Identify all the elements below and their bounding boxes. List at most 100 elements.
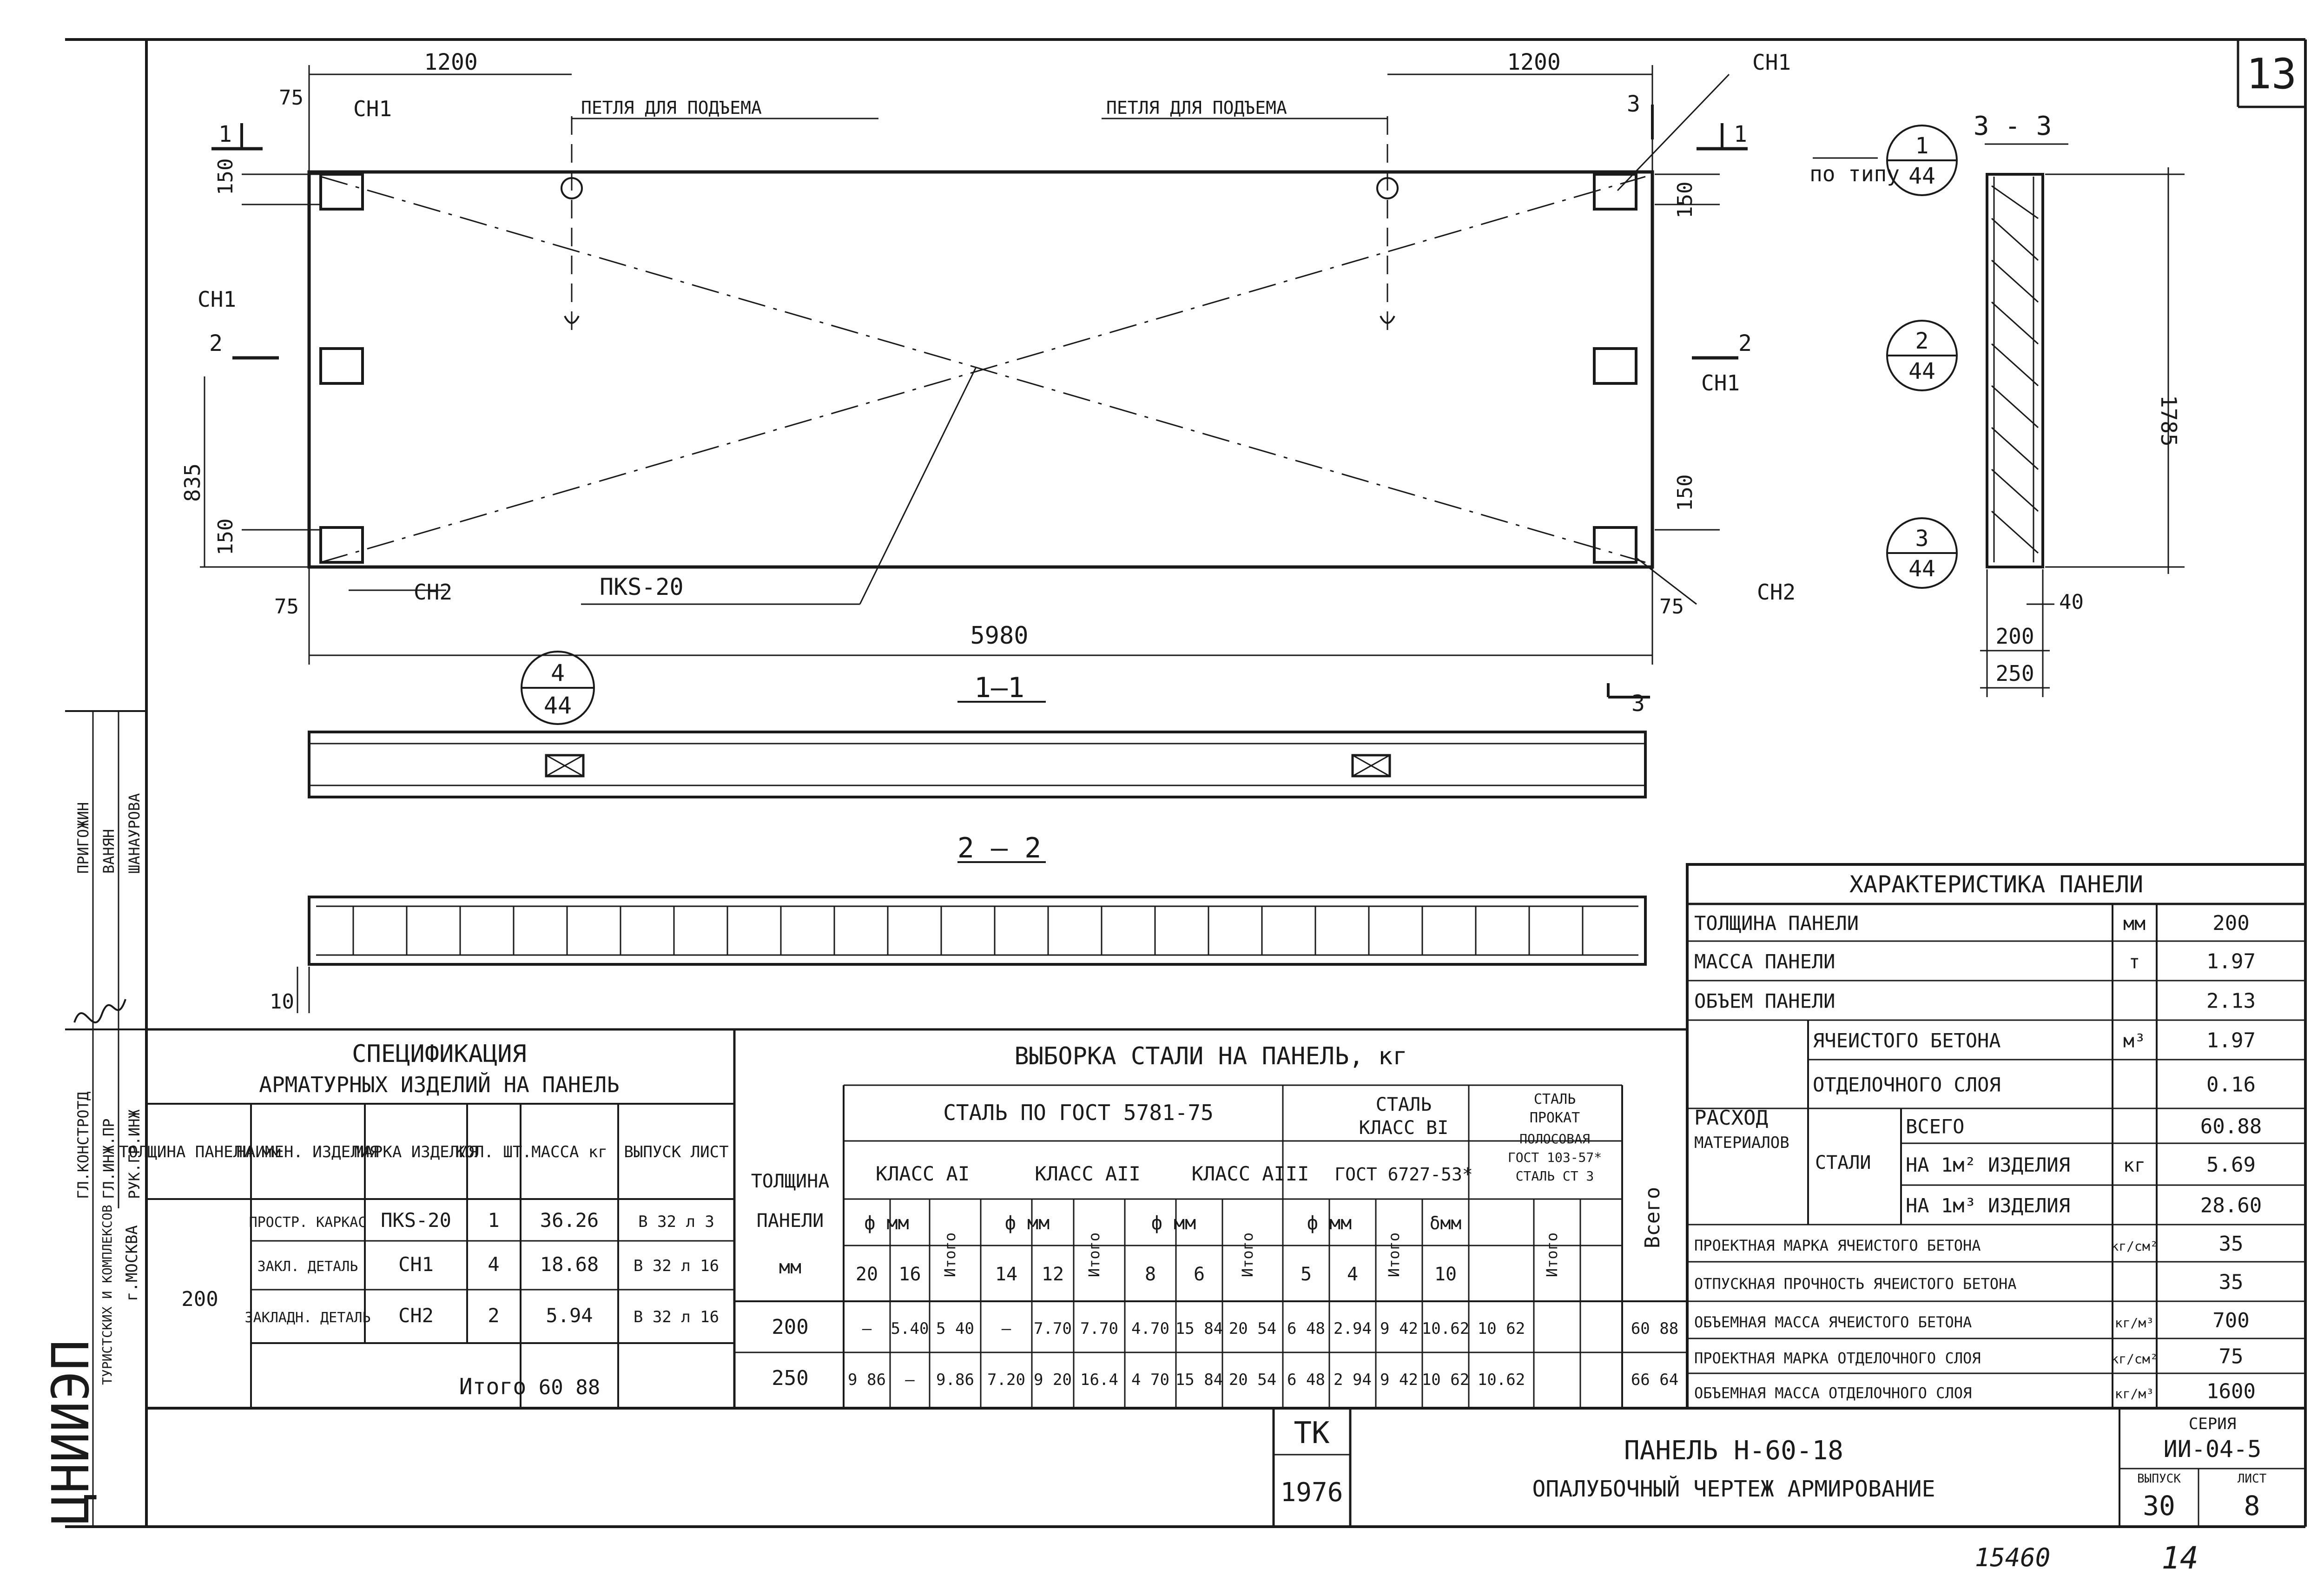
- strip-header-5: СТАЛЬ СТ 3: [1516, 1168, 1594, 1184]
- steel-itogo: Итого: [1239, 1232, 1256, 1277]
- cut-mark-3-bottom: 3: [1631, 691, 1645, 717]
- series-value: ИИ-04-5: [2164, 1436, 2262, 1463]
- steel-cell: 9 86: [848, 1371, 886, 1389]
- issue-label: ВЫПУСК: [2137, 1472, 2181, 1486]
- steel-cell: 20 54: [1229, 1319, 1276, 1338]
- char-value: 28.60: [2200, 1194, 2262, 1218]
- org-sub-1: ТУРИСТСКИХ И КОМПЛЕКСОВ: [99, 1205, 115, 1385]
- dim-75-bottom-left: 75: [274, 595, 299, 619]
- tk-label: ТК: [1294, 1416, 1330, 1450]
- class-a3: КЛАСС АIII: [1192, 1162, 1309, 1185]
- steel-gost-header: СТАЛЬ ПО ГОСТ 5781-75: [943, 1100, 1214, 1125]
- spec-header: ТОЛЩИНА ПАНЕЛИ мм: [119, 1143, 281, 1161]
- spec-header: НАИМЕН. ИЗДЕЛИЯ: [236, 1143, 379, 1161]
- char-value: 1.97: [2206, 1029, 2256, 1053]
- plate-ch1: [319, 347, 364, 385]
- year-label: 1976: [1281, 1477, 1343, 1508]
- steel-cell: 10.62: [1422, 1319, 1469, 1338]
- section-3-3-title: 3 - 3: [1974, 111, 2052, 141]
- char-value: 1.97: [2206, 950, 2256, 974]
- dim-1200-left: 1200: [424, 49, 478, 75]
- dim-5980: 5980: [970, 622, 1028, 650]
- steel-cell: 6 48: [1287, 1371, 1325, 1389]
- steel-diameter: 12: [1042, 1264, 1064, 1285]
- sheet-value: 8: [2244, 1490, 2260, 1522]
- spec-qty: 1: [488, 1209, 499, 1232]
- steel-itogo: Итого: [1085, 1232, 1103, 1277]
- spec-header: МАРКА ИЗДЕЛИЯ: [354, 1143, 478, 1161]
- class-a1: КЛАСС АI: [876, 1162, 970, 1185]
- plate-ch1: [319, 173, 364, 211]
- panel-outline: [307, 170, 1654, 569]
- dim-150-bottom-right: 150: [1673, 475, 1697, 511]
- plate-ch2: [1593, 526, 1637, 564]
- section-1-1-title: 1—1: [974, 672, 1024, 704]
- spec-header: МАССА кг: [531, 1143, 607, 1161]
- steel-cell: 2.94: [1334, 1319, 1372, 1338]
- strip-header-3: ПОЛОСОВАЯ: [1519, 1131, 1590, 1147]
- char-label: НА 1м³ ИЗДЕЛИЯ: [1906, 1194, 2070, 1217]
- spec-header: ВЫПУСК ЛИСТ: [624, 1143, 728, 1161]
- steel-cell: —: [1002, 1319, 1011, 1338]
- signature: [73, 999, 126, 1023]
- char-value: 200: [2212, 911, 2249, 935]
- char-label: ПРОЕКТНАЯ МАРКА ОТДЕЛОЧНОГО СЛОЯ: [1694, 1350, 1981, 1367]
- steel-delta: δмм: [1430, 1213, 1462, 1233]
- spec-name: ЗАКЛАДН. ДЕТАЛЬ: [245, 1310, 371, 1326]
- name-1: ПРИГОЖИН: [74, 802, 92, 874]
- vsego-header: Всего: [1641, 1187, 1664, 1248]
- label-frame: ПКS-20: [600, 573, 684, 600]
- label-ch1-top-left: СН1: [353, 96, 392, 121]
- ref-1-num: 1: [1915, 133, 1929, 159]
- steel-cell: 5.40: [891, 1319, 929, 1338]
- steel-thickness: 200: [772, 1315, 808, 1339]
- label-ch2-left: СН2: [414, 580, 452, 605]
- strip-header-2: ПРОКАТ: [1530, 1110, 1580, 1126]
- dim-10: 10: [270, 990, 294, 1014]
- strip-header-4: ГОСТ 103-57*: [1508, 1150, 1602, 1165]
- char-value: 60.88: [2200, 1115, 2262, 1139]
- char-label: ТОЛЩИНА ПАНЕЛИ: [1694, 912, 1859, 935]
- dim-1785: 1785: [2156, 395, 2181, 447]
- spec-mass: 18.68: [540, 1253, 599, 1276]
- spec-name: ЗАКЛ. ДЕТАЛЬ: [257, 1259, 358, 1275]
- cut-mark-2-left: 2: [209, 330, 223, 356]
- spec-mass: 36.26: [540, 1209, 599, 1232]
- steel-phi: ф мм: [1005, 1213, 1050, 1234]
- plan-view: [200, 65, 1748, 699]
- steel-columns: [889, 1085, 1581, 1408]
- ref-3-num: 3: [1915, 526, 1929, 552]
- specification-table: [146, 1028, 1687, 1410]
- label-ch1-mid-left: СН1: [198, 287, 236, 312]
- diagonal-line: [320, 176, 1646, 563]
- dim-250: 250: [1995, 661, 2034, 686]
- spec-title-2: АРМАТУРНЫХ ИЗДЕЛИЙ НА ПАНЕЛЬ: [259, 1072, 619, 1097]
- characteristics-title: ХАРАКТЕРИСТИКА ПАНЕЛИ: [1849, 871, 2143, 898]
- stali-label: СТАЛИ: [1815, 1152, 1871, 1173]
- steel-cell: 60 88: [1631, 1319, 1678, 1338]
- org-sub-2: г.МОСКВА: [123, 1225, 141, 1301]
- steel-diameter: 14: [995, 1264, 1017, 1285]
- dim-75-bottom-right: 75: [1659, 595, 1684, 619]
- page-number: 14: [2161, 1540, 2198, 1576]
- char-unit: кг/м³: [2115, 1315, 2154, 1331]
- char-value: 0.16: [2206, 1073, 2256, 1097]
- char-unit: мм: [2123, 913, 2146, 935]
- char-value: 75: [2219, 1345, 2244, 1369]
- sheet-number: 13: [2246, 50, 2297, 99]
- spec-qty: 2: [488, 1304, 499, 1327]
- section-2-2-bars: [352, 906, 1584, 955]
- char-label: ОБЪЕМ ПАНЕЛИ: [1694, 990, 1835, 1013]
- label-ch2-right: СН2: [1757, 580, 1796, 605]
- char-unit: м³: [2123, 1031, 2146, 1052]
- steel-cell: 15 84: [1175, 1371, 1223, 1389]
- steel-cell: 7.70: [1080, 1319, 1118, 1338]
- rashod-label: РАСХОД: [1694, 1106, 1768, 1130]
- steel-cell: —: [905, 1371, 915, 1389]
- char-value: 2.13: [2206, 989, 2256, 1013]
- char-label: НА 1м² ИЗДЕЛИЯ: [1906, 1153, 2070, 1176]
- cut-mark-3-top: 3: [1627, 91, 1640, 117]
- role-2: ГЛ.ИНЖ.ПР: [100, 1119, 118, 1199]
- label-loop-left: ПЕТЛЯ ДЛЯ ПОДЪЕМА: [581, 98, 762, 118]
